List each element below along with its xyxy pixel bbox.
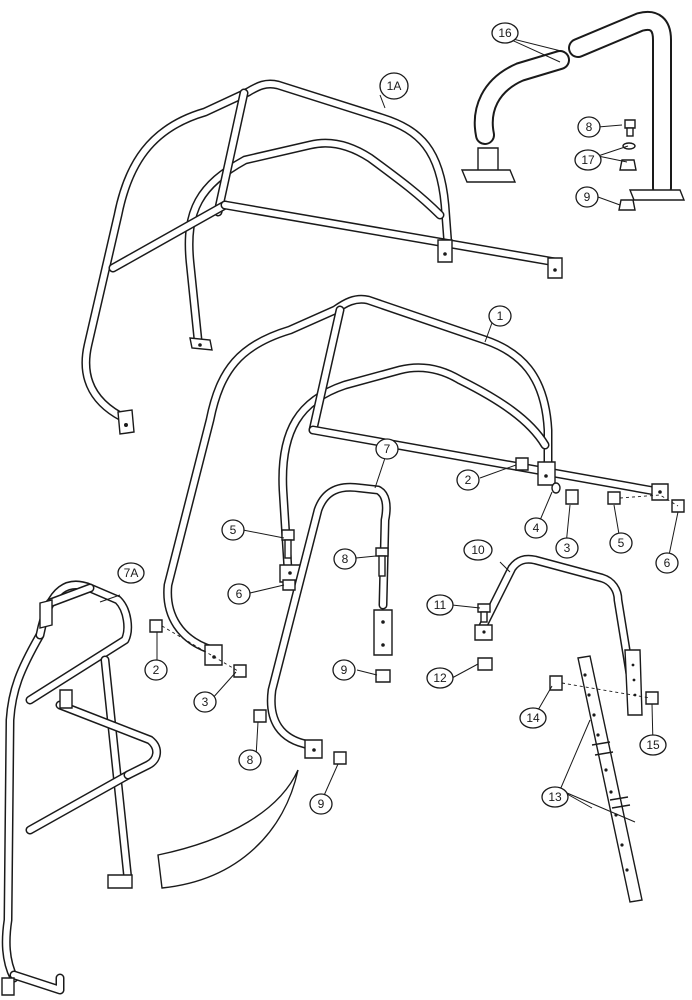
callout-4[interactable]: 4 [524, 517, 548, 539]
svg-text:5: 5 [618, 536, 625, 550]
rops-frame-1 [163, 294, 669, 666]
grab-bar-16 [460, 11, 686, 201]
svg-text:2: 2 [153, 663, 160, 677]
svg-text:11: 11 [434, 598, 447, 612]
callout-8-bottom[interactable]: 8 [238, 749, 262, 771]
svg-text:9: 9 [341, 663, 348, 677]
svg-text:6: 6 [236, 587, 243, 601]
svg-text:3: 3 [564, 541, 571, 555]
callout-5-left[interactable]: 5 [221, 519, 245, 541]
svg-text:10: 10 [471, 543, 485, 557]
callout-6-left[interactable]: 6 [227, 583, 251, 605]
callout-9-top[interactable]: 9 [575, 186, 599, 208]
svg-text:13: 13 [548, 790, 562, 804]
svg-text:3: 3 [202, 695, 209, 709]
callout-17[interactable]: 17 [574, 149, 602, 171]
strap-13 [577, 655, 643, 903]
svg-text:16: 16 [498, 26, 512, 40]
callout-13[interactable]: 13 [541, 786, 569, 808]
handrail-7 [266, 482, 393, 759]
svg-text:15: 15 [646, 738, 660, 752]
svg-text:14: 14 [526, 711, 540, 725]
callout-6-right[interactable]: 6 [655, 552, 679, 574]
svg-text:7: 7 [384, 442, 391, 456]
svg-text:8: 8 [342, 552, 349, 566]
callout-14[interactable]: 14 [519, 707, 547, 729]
svg-text:1A: 1A [387, 79, 402, 93]
callout-9-mid[interactable]: 9 [332, 659, 356, 681]
callout-7A[interactable]: 7A [117, 562, 145, 584]
svg-text:6: 6 [664, 556, 671, 570]
callout-8-top[interactable]: 8 [577, 116, 601, 138]
hardware [149, 119, 685, 765]
callout-9-bottom[interactable]: 9 [309, 793, 333, 815]
callout-16[interactable]: 16 [491, 22, 519, 44]
svg-text:9: 9 [584, 190, 591, 204]
callout-5-right[interactable]: 5 [609, 532, 633, 554]
curved-seal-strip [157, 769, 299, 889]
callout-8-mid[interactable]: 8 [333, 548, 357, 570]
svg-text:17: 17 [581, 153, 595, 167]
svg-text:2: 2 [465, 473, 472, 487]
svg-text:8: 8 [247, 753, 254, 767]
callout-1[interactable]: 1 [488, 305, 512, 327]
leader-lines [99, 36, 679, 823]
callout-7[interactable]: 7 [375, 438, 399, 460]
rops-frame-1A [81, 79, 563, 435]
callout-15[interactable]: 15 [639, 734, 667, 756]
callout-12[interactable]: 12 [426, 667, 454, 689]
callout-3-right[interactable]: 3 [555, 537, 579, 559]
callout-11[interactable]: 11 [426, 594, 454, 616]
callout-3-left[interactable]: 3 [193, 691, 217, 713]
svg-text:12: 12 [433, 671, 447, 685]
handle-10 [474, 554, 643, 716]
callout-1A[interactable]: 1A [379, 72, 409, 100]
svg-text:7A: 7A [124, 566, 139, 580]
svg-text:8: 8 [586, 120, 593, 134]
callout-2-left[interactable]: 2 [144, 659, 168, 681]
step-frame-7A [1, 580, 161, 996]
callout-2-right[interactable]: 2 [456, 469, 480, 491]
callout-10[interactable]: 10 [463, 539, 493, 561]
svg-text:1: 1 [497, 309, 504, 323]
svg-text:5: 5 [230, 523, 237, 537]
svg-text:9: 9 [318, 797, 325, 811]
svg-text:4: 4 [533, 521, 540, 535]
